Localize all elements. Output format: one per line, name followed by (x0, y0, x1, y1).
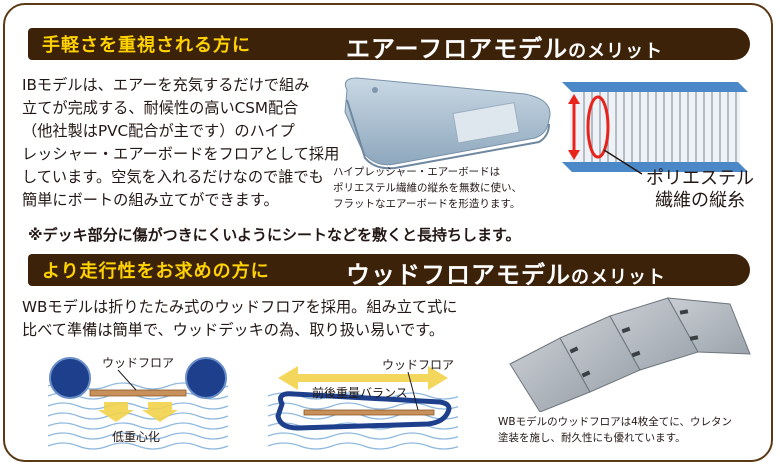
section1-banner-lead: 手軽さを重視される方に (42, 35, 251, 56)
fiber-cross-section (562, 82, 748, 175)
weight-balance-diagram (268, 366, 458, 450)
wood-floor-panels (509, 297, 751, 412)
section1-body: IBモデルは、エアーを充気するだけで組み 立てが完成する、耐候性の高いCSM配合… (22, 76, 340, 209)
section2-banner-title: ウッドフロアモデルのメリット (346, 261, 666, 289)
section2-banner: より走行性をお求めの方に ウッドフロアモデルのメリット (28, 254, 750, 289)
board-caption: ハイプレッシャー・エアーボードは ポリエステル繊維の縦糸を無数に使い、 フラット… (333, 166, 522, 210)
low-gravity-diagram (48, 357, 228, 450)
air-board-illustration (344, 77, 551, 170)
diagram2-floor-label: ウッドフロア (382, 358, 455, 372)
section1-banner: 手軽さを重視される方に エアーフロアモデルのメリット (28, 28, 750, 63)
section2-body: WBモデルは折りたたみ式のウッドフロアを採用。組み立て式に 比べて準備は簡単で、… (22, 298, 458, 339)
diagram1-floor-label: ウッドフロア (102, 356, 175, 370)
section1-note: ※デッキ部分に傷がつきにくいようにシートなどを敷くと長持ちします。 (28, 226, 521, 244)
floor-caption: WBモデルのウッドフロアは4枚全てに、ウレタン 塗装を施し、耐久性にも優れていま… (498, 416, 732, 444)
fiber-label: ポリエステル 繊維の縦糸 (646, 168, 754, 211)
diagram2-balance-label: 前後重量バランス (312, 386, 408, 400)
diagram1-gravity-label: 低重心化 (112, 430, 161, 444)
section2-banner-lead: より走行性をお求めの方に (42, 261, 270, 282)
section1-banner-title: エアーフロアモデルのメリット (346, 35, 664, 63)
